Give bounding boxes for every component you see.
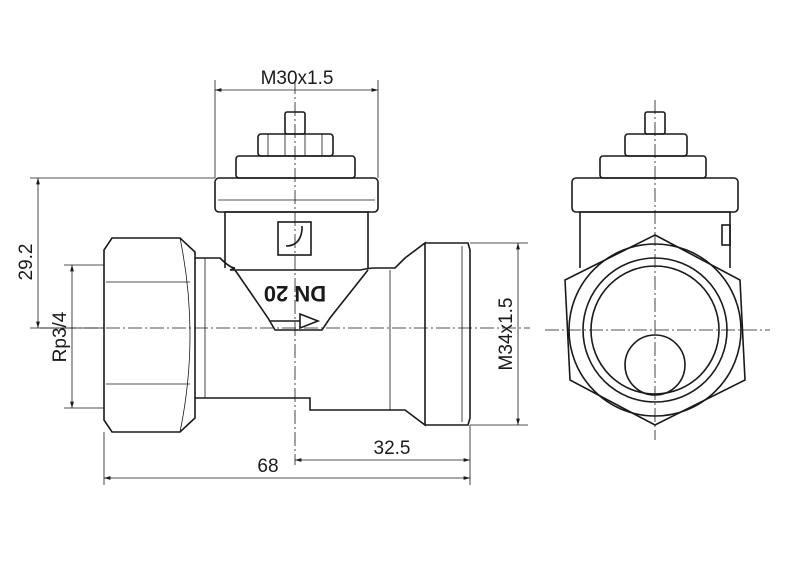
dim-overall-length: 68 [257, 456, 278, 477]
center-lines [40, 80, 530, 465]
dimension-lines [30, 80, 528, 485]
valve-side-view: DN 20 [103, 111, 471, 433]
flow-direction-arrow-icon [270, 312, 321, 330]
body-saddle [234, 269, 369, 331]
outlet-nut [425, 242, 471, 426]
dim-outlet-thread: M34x1.5 [496, 298, 517, 371]
dim-inlet-thread: Rp3/4 [50, 311, 71, 362]
valve-front-view [545, 100, 770, 440]
dim-center-to-outlet: 32.5 [374, 438, 411, 459]
valve-neck [224, 211, 369, 268]
dim-top-thread: M30x1.5 [261, 68, 334, 89]
valve-body [195, 241, 426, 427]
inlet-hex-nut [103, 237, 196, 433]
cap [235, 155, 356, 179]
dim-height: 29.2 [16, 244, 37, 281]
bonnet-ring [214, 177, 379, 213]
manufacturer-logo-icon [277, 221, 312, 256]
